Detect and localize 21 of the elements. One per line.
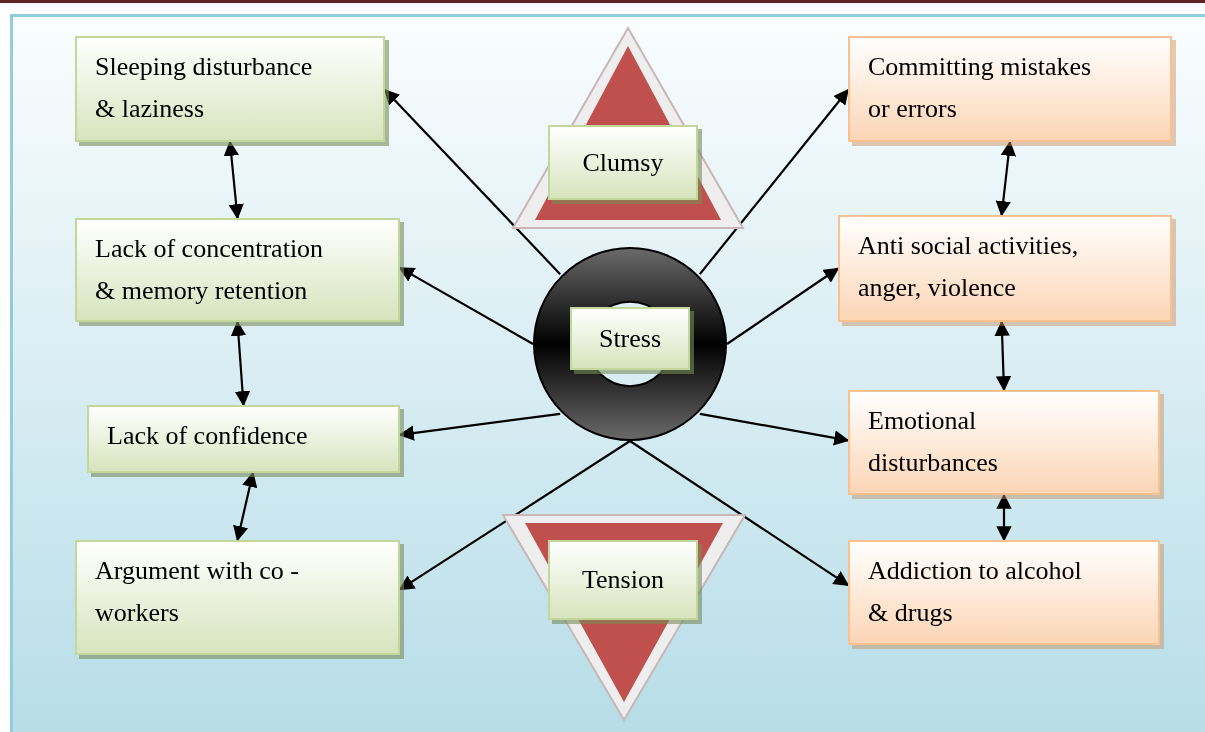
text-box: Lack of concentration & memory retention <box>75 218 400 322</box>
text-box: Tension <box>548 540 698 620</box>
arrow <box>699 88 849 275</box>
arrow <box>996 493 1012 542</box>
arrow <box>223 140 244 220</box>
arrow <box>230 320 251 407</box>
arrow <box>233 471 258 542</box>
text-box: Sleeping disturbance & laziness <box>75 36 385 142</box>
arrow <box>995 140 1017 217</box>
arrow <box>994 320 1012 392</box>
text-box: Lack of confidence <box>87 405 400 473</box>
text-box: Argument with co - workers <box>75 540 400 655</box>
arrow <box>699 412 850 446</box>
text-box: Addiction to alcohol & drugs <box>848 540 1160 645</box>
text-box: Emotional disturbances <box>848 390 1160 495</box>
arrow <box>629 440 850 587</box>
arrow <box>726 267 840 345</box>
text-box: Committing mistakes or errors <box>848 36 1172 142</box>
text-box: Stress <box>570 307 690 370</box>
text-box: Clumsy <box>548 125 698 200</box>
text-box: Anti social activities, anger, violence <box>838 215 1172 322</box>
